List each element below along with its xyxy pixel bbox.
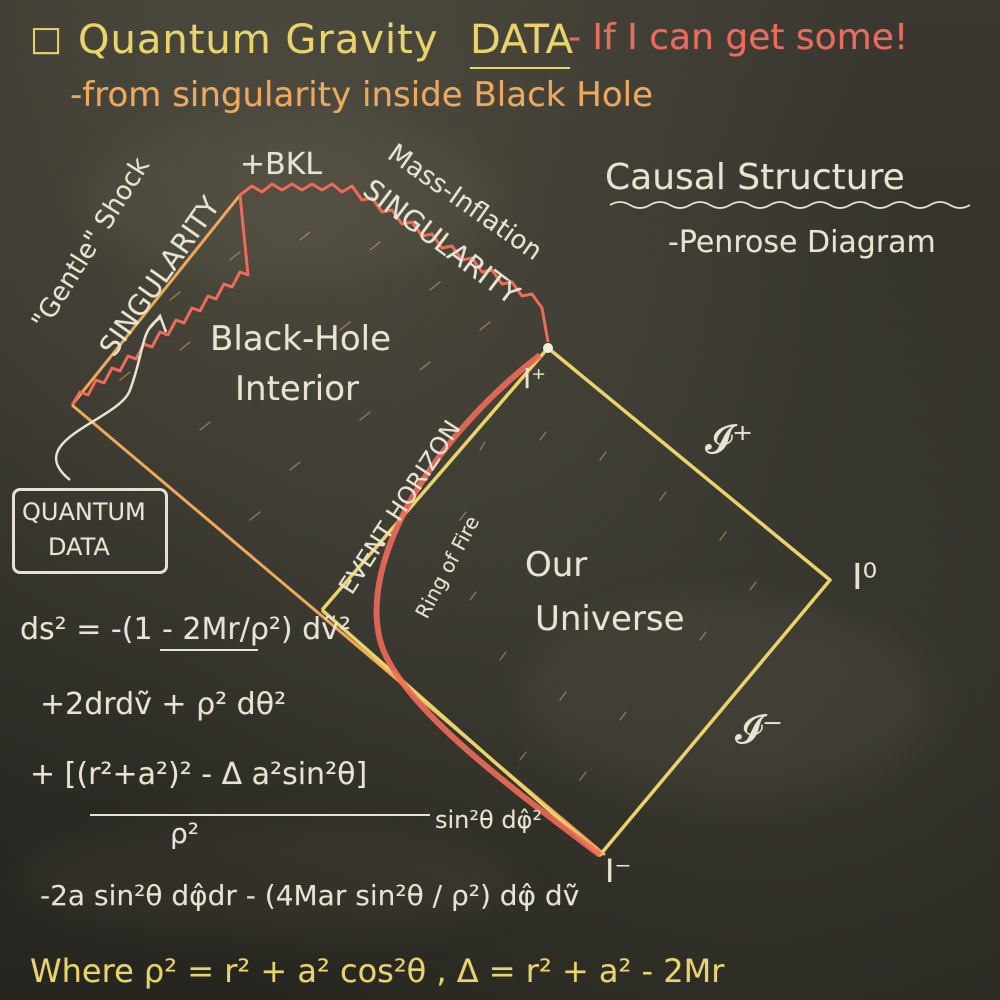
quantum-data-box (12, 488, 168, 574)
scri-plus-label: 𝓘⁺ (705, 417, 754, 463)
left-singularity-edge (70, 194, 242, 406)
event-horizon-line (320, 346, 550, 612)
arrow-head (149, 313, 168, 333)
i-plus-point (543, 343, 553, 353)
universe-hatching (459, 431, 757, 781)
universe-label: Universe (535, 599, 685, 639)
quantum-data-line2: DATA (48, 533, 110, 561)
universe-diamond (320, 346, 832, 857)
our-label: Our (525, 545, 588, 585)
title-quantum-gravity: Quantum Gravity (78, 17, 439, 63)
metric-line-3-denominator: ρ² (170, 817, 199, 850)
interior-label: Interior (235, 369, 360, 409)
metric-line-2: +2drdṽ + ρ² dθ² (40, 687, 287, 722)
causal-subheading: -Penrose Diagram (668, 225, 936, 260)
title-data: DATA (470, 17, 574, 63)
metric-line-4: -2a sin²θ dφ̂dr - (4Mar sin²θ / ρ²) dφ̂ … (40, 879, 580, 912)
causal-heading: Causal Structure (605, 157, 905, 198)
black-hole-hatching (119, 231, 491, 521)
i-zero-label: I⁰ (852, 557, 878, 598)
title-bullet: □ (30, 19, 63, 59)
metric-line-3-tail: sin²θ dφ̂² (435, 806, 543, 834)
scri-minus-label: 𝓘⁻ (735, 707, 784, 753)
title-if-get-some: - If I can get some! (568, 17, 909, 58)
metric-line-1: ds² = -(1 - 2Mr/ρ²) dṽ² (20, 612, 351, 647)
black-hole-label: Black-Hole (210, 319, 391, 359)
bkl-label: +BKL (240, 147, 323, 182)
title-from-singularity: -from singularity inside Black Hole (70, 75, 653, 115)
quantum-data-arrow (54, 316, 161, 481)
quantum-data-line1: QUANTUM (22, 498, 146, 526)
metric-where-line: Where ρ² = r² + a² cos²θ , Δ = r² + a² -… (30, 952, 725, 990)
metric-line-3-numerator: + [(r²+a²)² - Δ a²sin²θ] (30, 757, 368, 792)
i-plus-label: I⁺ (523, 362, 547, 395)
eraser-smear (20, 820, 520, 940)
causal-underline (609, 201, 971, 209)
ring-of-fire-curve (373, 352, 602, 858)
i-minus-label: I⁻ (605, 852, 632, 890)
eraser-smear (80, 120, 500, 280)
